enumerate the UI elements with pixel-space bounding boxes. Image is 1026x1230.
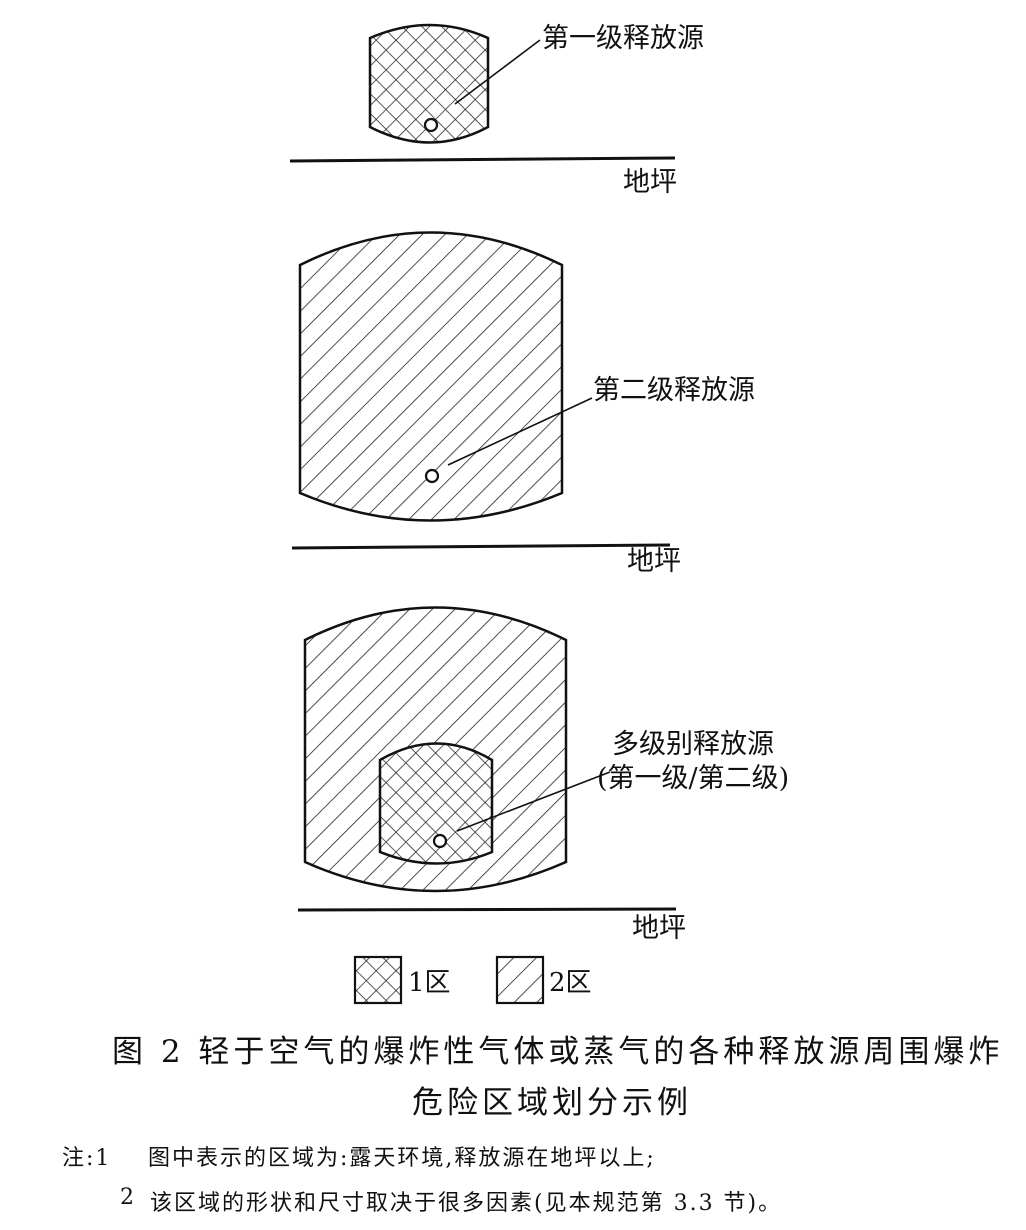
diagram-first-grade-source: [289, 23, 676, 163]
zone2-region: [298, 231, 564, 522]
ground-label: 地坪: [627, 546, 681, 577]
figure-caption-line2: 危险区域划分示例: [412, 1085, 692, 1121]
source-label-multi-grade: 多级别释放源: [612, 729, 774, 760]
release-point: [424, 468, 440, 484]
legend-swatch-zone2: [495, 955, 545, 1005]
diagram-multi-grade-source: [297, 606, 677, 912]
zone1-region: [378, 742, 494, 865]
ground-label: 地坪: [623, 167, 677, 198]
diagram-second-grade-source: [291, 231, 671, 550]
figure-caption-line1: 图 2 轻于空气的爆炸性气体或蒸气的各种释放源周围爆炸: [112, 1034, 1004, 1070]
source-label-first-grade: 第一级释放源: [542, 23, 704, 54]
ground-line: [291, 543, 671, 550]
zone1-region: [368, 23, 490, 144]
release-point: [423, 117, 439, 133]
release-point: [432, 833, 448, 849]
ground-line: [297, 907, 677, 912]
note-1-text: 图中表示的区域为:露天环境,释放源在地坪以上;: [148, 1146, 656, 1171]
legend-swatch-zone1: [353, 955, 403, 1005]
leader-line: [456, 771, 611, 832]
ground-label: 地坪: [632, 913, 686, 944]
leader-line: [447, 397, 593, 466]
ground-line: [289, 156, 676, 163]
legend-label-zone1: 1区: [408, 968, 451, 998]
source-label-multi-grade-detail: (第一级/第二级): [597, 763, 790, 794]
leader-line: [454, 39, 541, 105]
note-2-marker: 2: [120, 1185, 136, 1210]
legend-label-zone2: 2区: [549, 968, 592, 998]
legend: [353, 955, 545, 1005]
note-1-marker: 注:1: [62, 1146, 112, 1171]
note-2-text: 该区域的形状和尺寸取决于很多因素(见本规范第 3.3 节)。: [150, 1191, 783, 1216]
source-label-second-grade: 第二级释放源: [593, 375, 755, 406]
